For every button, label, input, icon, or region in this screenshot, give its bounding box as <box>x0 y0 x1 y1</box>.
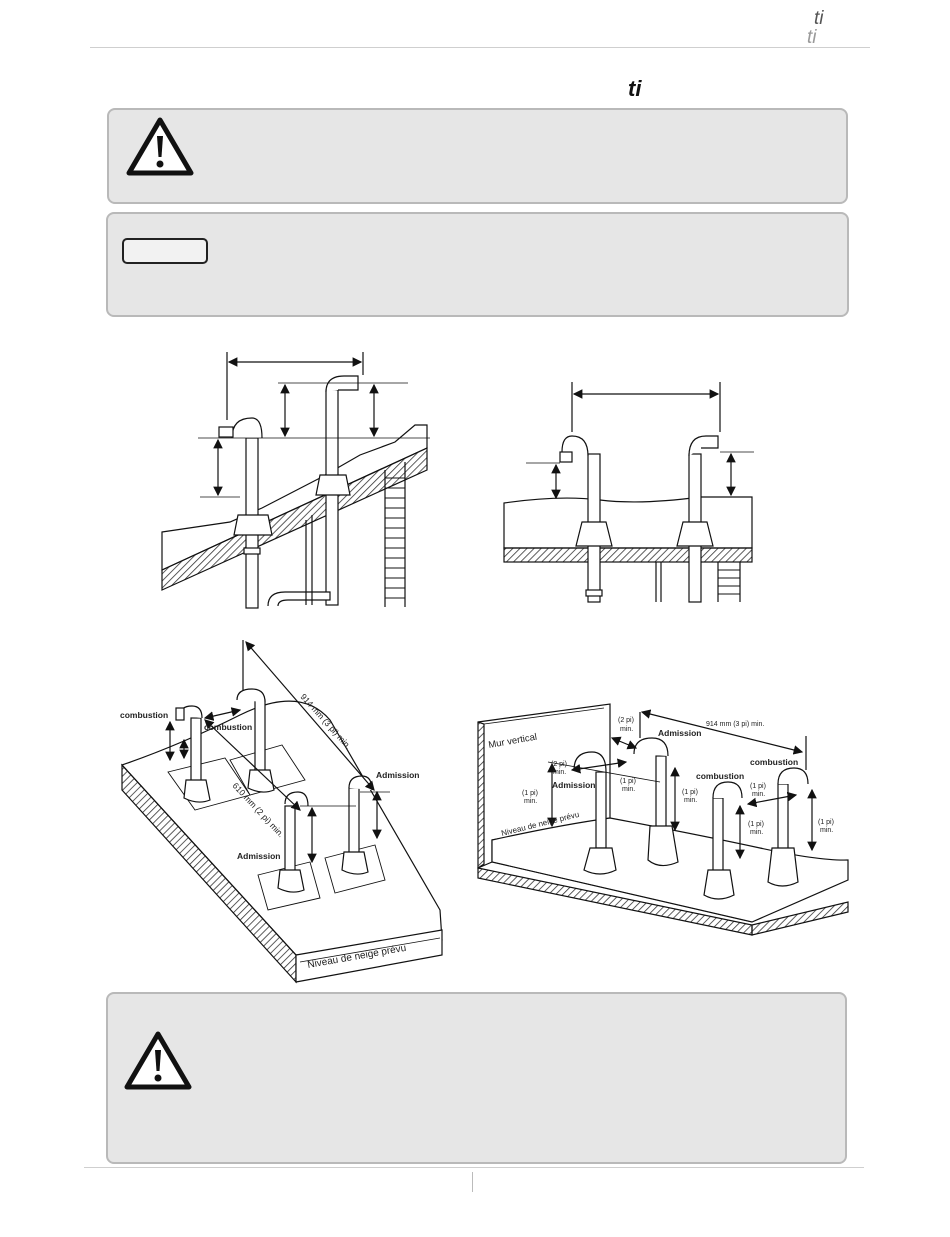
label-admission-2: Admission <box>237 851 280 861</box>
label-min-b: min. <box>553 769 566 776</box>
diagram-sloped-roof <box>161 352 430 609</box>
label-one-ft-d: (1 pi) <box>750 783 766 790</box>
header-logo: ti <box>814 8 824 29</box>
label-combustion-2: combustion <box>204 722 252 732</box>
label-one-ft-f: (1 pi) <box>818 819 834 826</box>
label-dim-914-wall: 914 mm (3 pi) min. <box>706 721 764 728</box>
label-admission-1: Admission <box>376 770 419 780</box>
label-combustion-1: combustion <box>120 710 168 720</box>
label-one-ft-e: (1 pi) <box>748 821 764 828</box>
note-tab-icon <box>122 238 208 264</box>
section-logo: ti <box>628 76 642 101</box>
label-admission-wall-2: Admission <box>552 780 595 790</box>
label-combustion-wall-2: combustion <box>696 771 744 781</box>
diagram-vertical-wall <box>477 703 849 936</box>
diagram-multi-terminal-roof <box>120 640 443 984</box>
footer-divider <box>472 1172 473 1192</box>
diagram-flat-roof <box>503 382 754 603</box>
label-one-ft-c: (1 pi) <box>682 789 698 796</box>
footer-rule <box>84 1167 864 1168</box>
warning-panel-bottom <box>106 992 847 1164</box>
label-combustion-wall-1: combustion <box>750 757 798 767</box>
label-one-ft-b: (1 pi) <box>620 778 636 785</box>
label-min-a: min. <box>620 726 633 733</box>
label-one-ft-a: (1 pi) <box>522 790 538 797</box>
warning-icon <box>124 1031 192 1090</box>
header-logo-secondary: ti <box>807 27 817 48</box>
label-min-d: min. <box>622 786 635 793</box>
label-admission-wall-1: Admission <box>658 728 701 738</box>
label-min-c: min. <box>524 798 537 805</box>
warning-icon <box>126 117 194 176</box>
label-two-ft-a: (2 pi) <box>618 717 634 724</box>
label-min-e: min. <box>684 797 697 804</box>
label-min-f: min. <box>752 791 765 798</box>
label-min-g: min. <box>750 829 763 836</box>
header-rule <box>90 47 870 48</box>
label-min-h: min. <box>820 827 833 834</box>
label-two-ft-b: (2 pi) <box>551 761 567 768</box>
note-panel <box>106 212 849 317</box>
warning-panel <box>107 108 848 204</box>
